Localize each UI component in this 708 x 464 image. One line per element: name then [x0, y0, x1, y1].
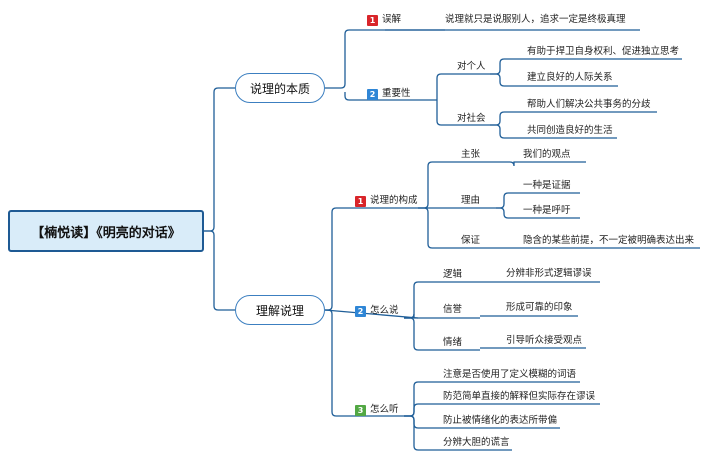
node-claim-detail[interactable]: 我们的观点 [523, 149, 571, 160]
node-society-item[interactable]: 帮助人们解决公共事务的分歧 [527, 99, 651, 110]
branch-understanding[interactable]: 理解说理 [235, 295, 325, 325]
priority-2-icon: 2 [355, 306, 366, 317]
node-how-to-speak[interactable]: 2 怎么说 [355, 305, 399, 317]
node-reason-item[interactable]: 一种是证据 [523, 180, 571, 191]
node-logic-detail[interactable]: 分辨非形式逻辑谬误 [506, 268, 592, 279]
root-node[interactable]: 【楠悦读】《明亮的对话》 [8, 210, 204, 252]
node-mistake-detail[interactable]: 说理就只是说服别人，追求一定是终极真理 [445, 14, 626, 25]
priority-2-icon: 2 [367, 89, 378, 100]
node-listen-item[interactable]: 防止被情绪化的表达所带偏 [443, 415, 558, 426]
priority-1-icon: 1 [367, 15, 378, 26]
priority-1-icon: 1 [355, 196, 366, 207]
node-how-to-listen[interactable]: 3 怎么听 [355, 404, 399, 416]
node-listen-item[interactable]: 分辨大胆的谎言 [443, 437, 510, 448]
node-personal-item[interactable]: 建立良好的人际关系 [527, 72, 613, 83]
node-warrant-detail[interactable]: 隐含的某些前提，不一定被明确表达出来 [523, 235, 695, 246]
node-mistake[interactable]: 1 误解 [367, 14, 401, 26]
node-how-to-listen-label: 怎么听 [370, 404, 399, 415]
node-logic[interactable]: 逻辑 [443, 269, 463, 280]
node-structure-label: 说理的构成 [370, 195, 418, 206]
node-emotion-detail[interactable]: 引导听众接受观点 [506, 335, 583, 346]
node-mistake-label: 误解 [382, 14, 402, 25]
node-emotion[interactable]: 情绪 [443, 337, 463, 348]
node-credibility[interactable]: 信誉 [443, 304, 463, 315]
connector-branch1-children [325, 29, 445, 89]
connector-branch2-children [325, 207, 418, 311]
node-structure[interactable]: 1 说理的构成 [355, 195, 418, 207]
connector-root-branch2 [204, 230, 235, 311]
node-reason[interactable]: 理由 [461, 195, 481, 206]
node-personal[interactable]: 对个人 [457, 61, 486, 72]
node-reason-item[interactable]: 一种是呼吁 [523, 205, 571, 216]
node-listen-item[interactable]: 注意是否使用了定义模糊的词语 [443, 369, 577, 380]
node-how-to-speak-label: 怎么说 [370, 305, 399, 316]
node-personal-item[interactable]: 有助于捍卫自身权利、促进独立思考 [527, 46, 680, 57]
node-society[interactable]: 对社会 [457, 113, 486, 124]
node-claim[interactable]: 主张 [461, 149, 481, 160]
node-society-item[interactable]: 共同创造良好的生活 [527, 125, 613, 136]
branch-essence[interactable]: 说理的本质 [235, 73, 325, 103]
node-importance-label: 重要性 [382, 88, 411, 99]
node-importance[interactable]: 2 重要性 [367, 88, 411, 100]
node-warrant[interactable]: 保证 [461, 235, 481, 246]
connector-root-branch1 [204, 87, 235, 232]
priority-3-icon: 3 [355, 405, 366, 416]
node-credibility-detail[interactable]: 形成可靠的印象 [506, 302, 573, 313]
node-listen-item[interactable]: 防范简单直接的解释但实际存在谬误 [443, 391, 596, 402]
